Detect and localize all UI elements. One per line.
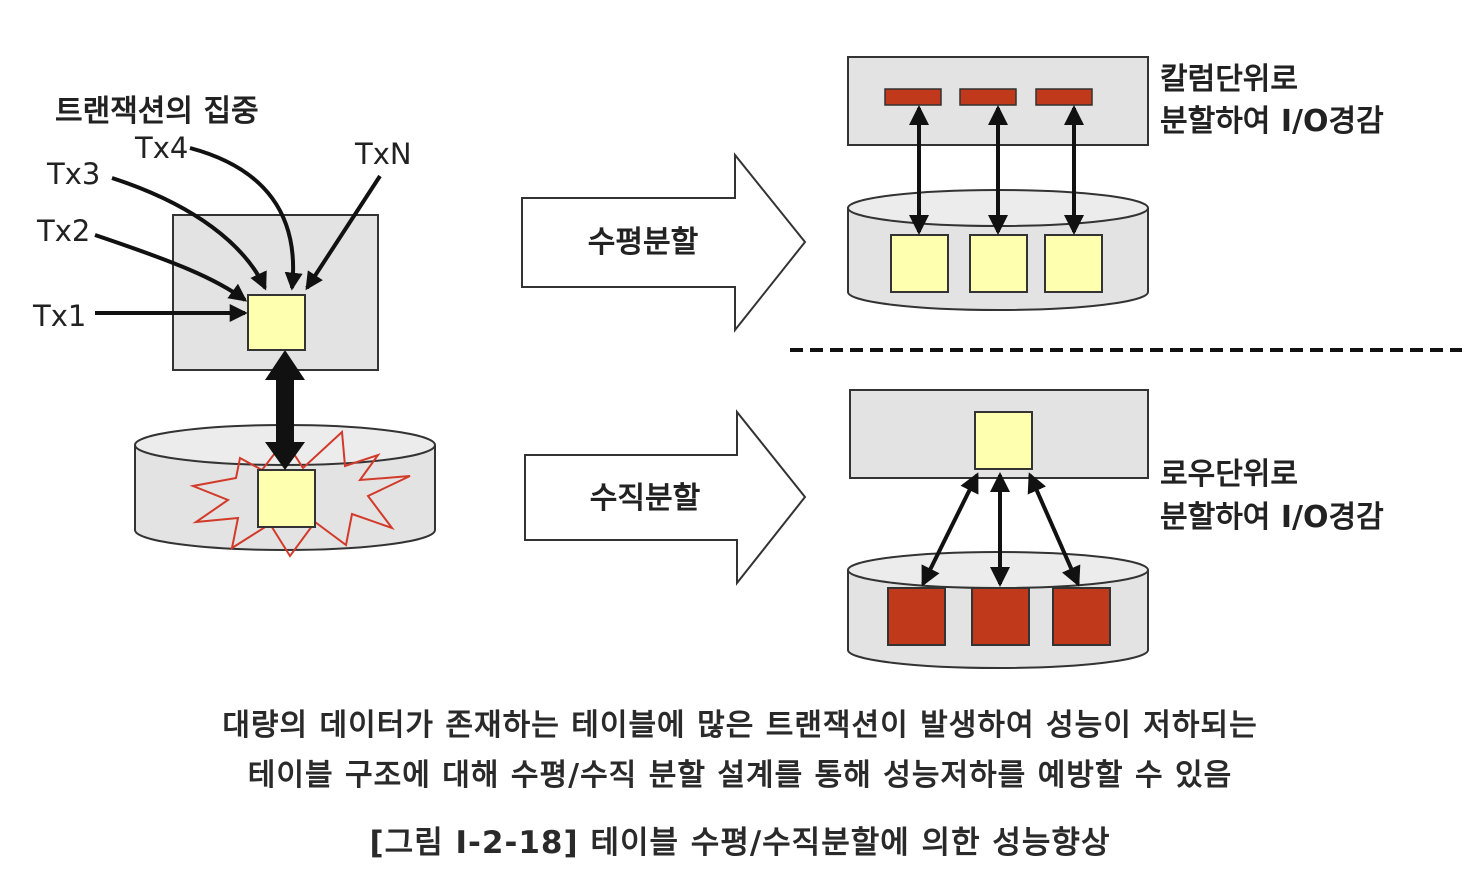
txn-arrow bbox=[305, 174, 382, 291]
partition-diagram: 트랜잭션의 집중 Tx1 Tx2 Tx3 Tx4 TxN 수평분할 bbox=[32, 56, 1462, 669]
horizontal-partition-label: 수평분할 bbox=[588, 225, 699, 260]
top-db-block-2 bbox=[969, 234, 1028, 293]
top-note-line2: 분할하여 I/O경감 bbox=[1160, 104, 1384, 139]
figure-title: [그림 Ⅰ-2-18] 테이블 수평/수직분할에 의한 성능향상 bbox=[369, 825, 1111, 861]
caption-line-1: 대량의 데이터가 존재하는 테이블에 많은 트랜잭션이 발생하여 성능이 저하되… bbox=[222, 708, 1258, 743]
contention-burst-shape bbox=[189, 429, 411, 558]
top-column-bar-1 bbox=[884, 88, 942, 106]
bottom-note-line2: 분할하여 I/O경감 bbox=[1160, 500, 1384, 535]
tx4-arrow bbox=[189, 146, 303, 291]
tx3-arrow bbox=[111, 176, 267, 291]
contention-double-arrow bbox=[265, 350, 305, 470]
tx4-label: Tx4 bbox=[134, 131, 188, 165]
tx3-label: Tx3 bbox=[46, 157, 100, 191]
vertical-partition-arrow: 수직분할 bbox=[524, 409, 807, 586]
concentration-title: 트랜잭션의 집중 bbox=[55, 94, 259, 129]
horizontal-partition-arrow: 수평분할 bbox=[521, 152, 807, 333]
bottom-db-block-1 bbox=[887, 587, 946, 646]
caption-line-2: 테이블 구조에 대해 수평/수직 분할 설계를 통해 성능저하를 예방할 수 있… bbox=[247, 758, 1233, 793]
top-db-block-3 bbox=[1044, 234, 1103, 293]
bottom-note-line1: 로우단위로 bbox=[1160, 457, 1298, 492]
vertical-partition-label: 수직분할 bbox=[590, 481, 701, 516]
bottom-db-block-3 bbox=[1052, 587, 1111, 646]
bottom-io-arrow-3 bbox=[1027, 472, 1081, 587]
tx1-label: Tx1 bbox=[32, 299, 86, 333]
left-concentration-group: 트랜잭션의 집중 Tx1 Tx2 Tx3 Tx4 TxN bbox=[32, 94, 436, 558]
bottom-io-arrow-1 bbox=[921, 472, 979, 587]
top-column-bar-2 bbox=[959, 88, 1017, 106]
right-bottom-group: 로우단위로 분할하여 I/O경감 bbox=[847, 389, 1384, 669]
tx2-label: Tx2 bbox=[36, 214, 90, 248]
contention-record-block bbox=[257, 469, 316, 528]
top-column-bar-3 bbox=[1035, 88, 1093, 106]
txn-label: TxN bbox=[354, 137, 412, 171]
tx2-arrow bbox=[94, 233, 248, 302]
right-top-group: 칼럼단위로 분할하여 I/O경감 bbox=[847, 56, 1384, 311]
top-db-block-1 bbox=[890, 234, 949, 293]
bottom-record-block bbox=[974, 411, 1033, 470]
top-note-line1: 칼럼단위로 bbox=[1160, 62, 1298, 97]
hot-record-block bbox=[247, 294, 306, 351]
bottom-db-block-2 bbox=[971, 587, 1030, 646]
